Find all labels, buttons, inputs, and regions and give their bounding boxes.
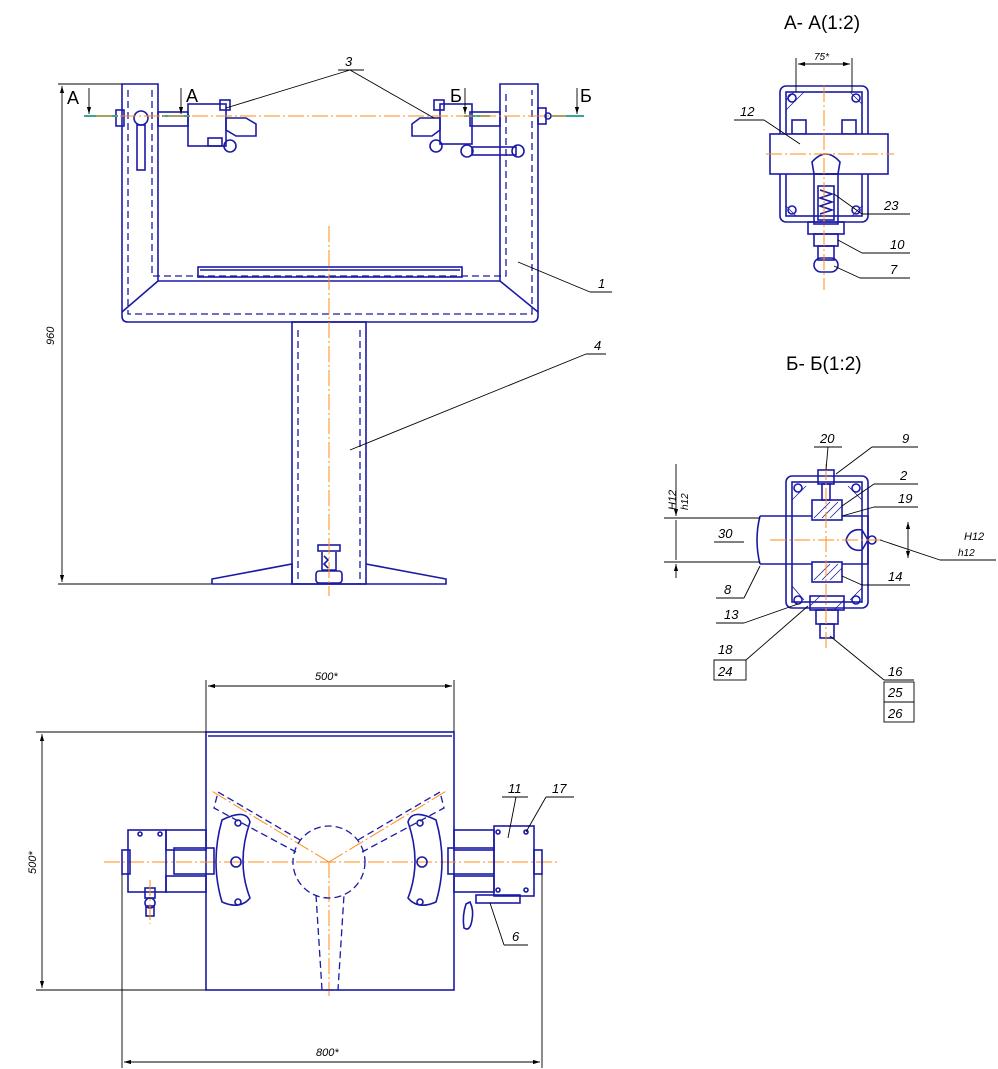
cut-label-b-left: Б <box>450 86 462 106</box>
callout-30: 30 <box>718 526 733 541</box>
callout-9: 9 <box>902 431 909 446</box>
left-jaw <box>215 813 251 906</box>
callout-8: 8 <box>724 582 732 597</box>
dim-width-800: 800* <box>316 1047 339 1059</box>
right-vise <box>411 99 552 158</box>
cut-label-b-right: Б <box>580 86 592 106</box>
left-vise <box>115 99 257 171</box>
callout-26: 26 <box>887 706 903 721</box>
section-a-title: А- А(1:2) <box>784 13 860 34</box>
callout-1: 1 <box>598 276 605 291</box>
fit-top-main: H12 <box>667 490 679 510</box>
callout-2: 2 <box>899 468 908 483</box>
callout-6: 6 <box>512 929 520 944</box>
callout-14: 14 <box>888 569 902 584</box>
section-b-title: Б- Б(1:2) <box>786 354 862 375</box>
callout-7: 7 <box>890 262 898 277</box>
dim-width-500: 500* <box>315 671 338 683</box>
cut-label-a-right: А <box>186 86 198 106</box>
fit-right-main: H12 <box>964 531 984 543</box>
callout-25: 25 <box>887 685 903 700</box>
section-a: А- А(1:2) 75* 12 <box>734 13 910 290</box>
front-view: А А Б Б 960 3 1 4 <box>45 54 612 596</box>
callout-11: 11 <box>508 781 522 796</box>
dim-section-75: 75* <box>814 52 830 63</box>
top-view: 500* 500* 800* 11 17 6 <box>27 671 574 1068</box>
fit-right-sub: h12 <box>958 548 975 559</box>
callout-20: 20 <box>819 431 835 446</box>
callout-3: 3 <box>345 54 353 69</box>
callout-16: 16 <box>888 664 903 679</box>
cut-label-a-left: А <box>67 88 79 108</box>
frame-hidden-wall <box>127 90 533 315</box>
bottom-plate <box>197 266 463 278</box>
callout-19: 19 <box>898 491 912 506</box>
callout-24: 24 <box>717 664 732 679</box>
callout-23: 23 <box>883 198 899 213</box>
callout-13: 13 <box>724 607 739 622</box>
dim-height-960: 960 <box>45 326 57 345</box>
callout-18: 18 <box>718 642 733 657</box>
callout-17: 17 <box>552 781 567 796</box>
base-feet <box>211 563 447 585</box>
section-b: Б- Б(1:2) <box>664 354 996 723</box>
frame-outer <box>121 83 539 323</box>
callout-4: 4 <box>594 338 601 353</box>
callout-10: 10 <box>890 237 905 252</box>
dim-depth-500: 500* <box>27 851 39 874</box>
fit-top-sub: h12 <box>680 493 691 510</box>
right-jaw <box>407 813 443 906</box>
callout-12: 12 <box>740 104 755 119</box>
